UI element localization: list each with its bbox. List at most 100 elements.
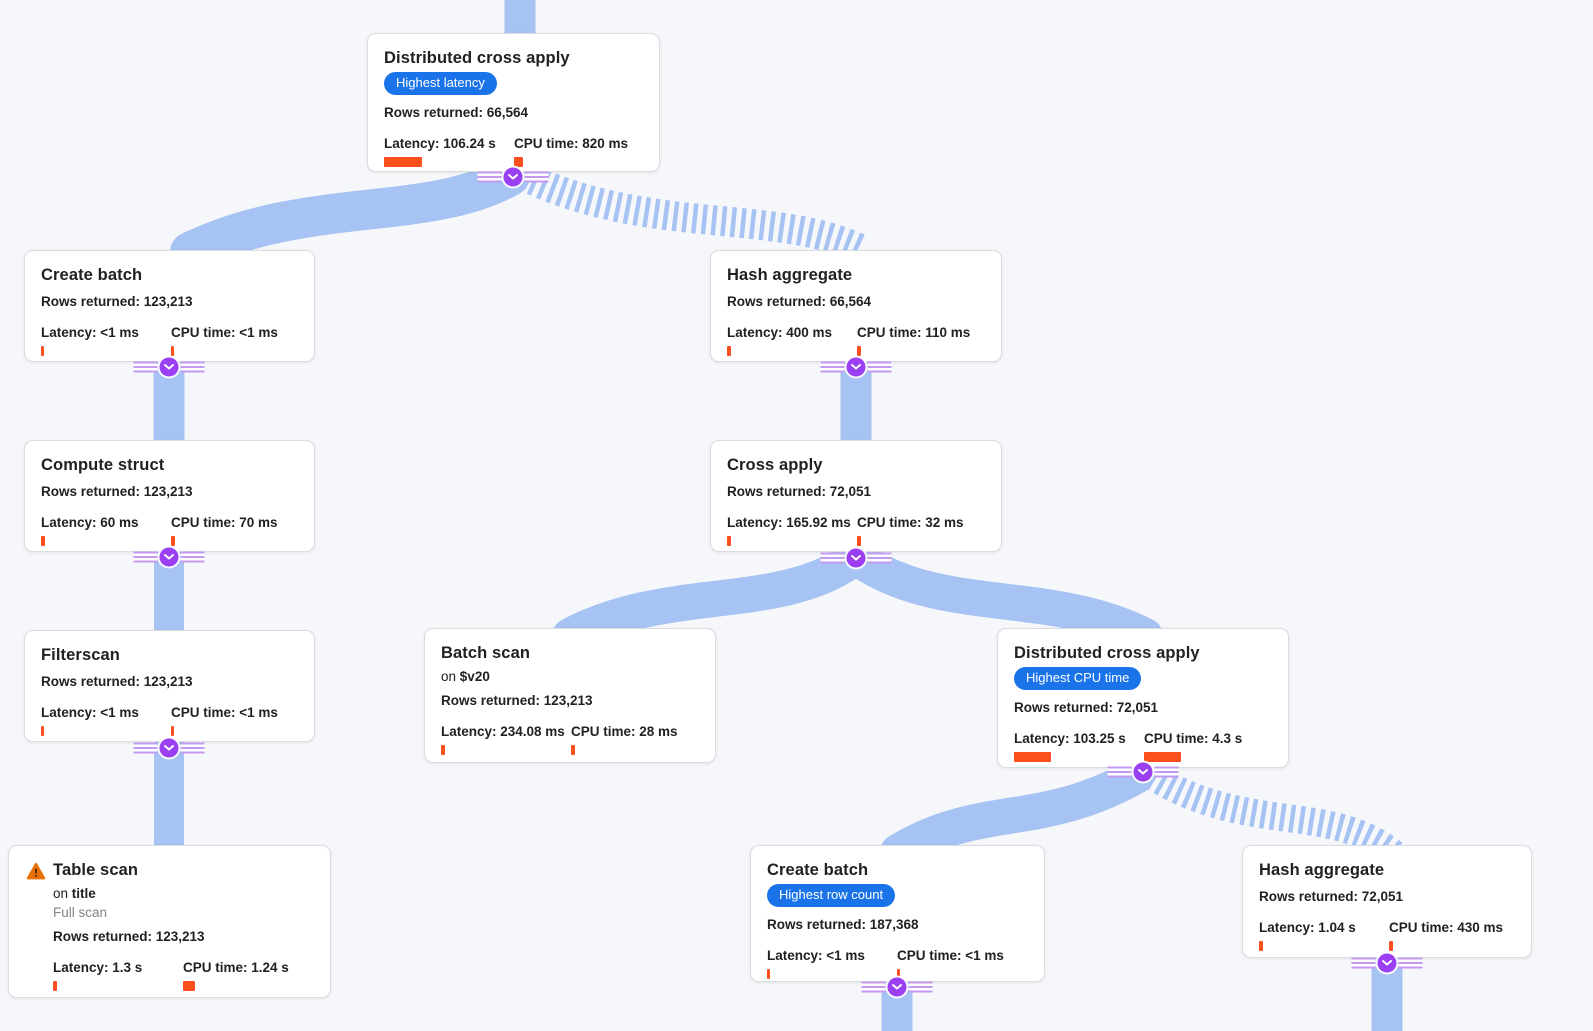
latency-metric: Latency: 234.08 ms: [441, 724, 571, 755]
latency-bar: [41, 536, 45, 546]
latency-metric: Latency: 103.25 s: [1014, 731, 1144, 762]
edge-stub-left: [820, 552, 845, 564]
chevron-down-icon: [159, 357, 179, 377]
edge-stub-right: [867, 552, 892, 564]
edge-stub-right: [867, 361, 892, 373]
plan-node-compute-struct[interactable]: Compute struct Rows returned: 123,213 La…: [24, 440, 315, 552]
plan-node-batch-scan[interactable]: Batch scan on $v20 Rows returned: 123,21…: [424, 628, 716, 763]
cpu-bar: [171, 726, 174, 736]
plan-node-table-scan[interactable]: Table scan on title Full scan Rows retur…: [8, 845, 331, 998]
latency-metric: Latency: 1.3 s: [53, 960, 183, 991]
collapse-node-button[interactable]: [133, 738, 205, 758]
rows-returned: Rows returned: 72,051: [1259, 889, 1404, 904]
cpu-metric: CPU time: 28 ms: [571, 724, 699, 755]
latency-bar: [727, 536, 731, 546]
cpu-metric: CPU time: 430 ms: [1389, 920, 1515, 951]
edge-stub-left: [820, 361, 845, 373]
cpu-metric: CPU time: 70 ms: [171, 515, 298, 546]
rows-returned: Rows returned: 123,213: [41, 674, 193, 689]
rows-returned: Rows returned: 123,213: [41, 484, 193, 499]
rows-returned: Rows returned: 187,368: [767, 917, 919, 932]
plan-node-cross-apply[interactable]: Cross apply Rows returned: 72,051 Latenc…: [710, 440, 1002, 552]
latency-metric: Latency: 400 ms: [727, 325, 857, 356]
cpu-metric: CPU time: 820 ms: [514, 136, 643, 167]
edge-stub-right: [524, 171, 549, 183]
plan-node-create-batch-left[interactable]: Create batch Rows returned: 123,213 Late…: [24, 250, 315, 362]
node-title: Distributed cross apply: [1014, 644, 1200, 662]
latency-bar: [53, 981, 57, 991]
latency-bar: [41, 346, 44, 356]
collapse-node-button[interactable]: [820, 357, 892, 377]
rows-returned: Rows returned: 72,051: [1014, 700, 1159, 715]
plan-node-hash-aggregate-bottom[interactable]: Hash aggregate Rows returned: 72,051 Lat…: [1242, 845, 1532, 958]
node-title: Create batch: [41, 266, 143, 284]
collapse-node-button[interactable]: [477, 167, 549, 187]
scan-target: on title: [53, 886, 96, 901]
plan-node-distributed-cross-apply-2[interactable]: Distributed cross apply Highest CPU time…: [997, 628, 1289, 768]
plan-node-distributed-cross-apply-root[interactable]: Distributed cross apply Highest latency …: [367, 33, 660, 172]
edge-stub-right: [1154, 766, 1179, 778]
cpu-metric: CPU time: <1 ms: [897, 948, 1028, 979]
node-title: Hash aggregate: [1259, 861, 1385, 879]
chevron-down-icon: [159, 547, 179, 567]
latency-metric: Latency: 1.04 s: [1259, 920, 1389, 951]
latency-metric: Latency: <1 ms: [767, 948, 897, 979]
edge-stub-right: [908, 981, 933, 993]
edge-stub-left: [133, 742, 158, 754]
cpu-metric: CPU time: <1 ms: [171, 325, 298, 356]
node-title: Compute struct: [41, 456, 165, 474]
node-title: Batch scan: [441, 644, 531, 662]
plan-node-filterscan[interactable]: Filterscan Rows returned: 123,213 Latenc…: [24, 630, 315, 742]
chevron-down-icon: [887, 977, 907, 997]
edge-stub-right: [1398, 957, 1423, 969]
latency-bar: [1014, 752, 1051, 762]
rows-returned: Rows returned: 72,051: [727, 484, 872, 499]
cpu-bar: [857, 346, 861, 356]
cpu-metric: CPU time: 4.3 s: [1144, 731, 1272, 762]
chevron-down-icon: [1133, 762, 1153, 782]
edge-stub-right: [180, 551, 205, 563]
cpu-bar: [897, 969, 900, 979]
cpu-metric: CPU time: 32 ms: [857, 515, 985, 546]
collapse-node-button[interactable]: [1107, 762, 1179, 782]
node-title: Cross apply: [727, 456, 823, 474]
cpu-bar: [514, 157, 523, 167]
collapse-node-button[interactable]: [133, 547, 205, 567]
edge-stub-left: [1351, 957, 1376, 969]
cpu-bar: [1389, 941, 1393, 951]
chevron-down-icon: [846, 357, 866, 377]
edge-stub-left: [133, 361, 158, 373]
status-badge: Highest latency: [384, 72, 497, 95]
plan-node-hash-aggregate-right[interactable]: Hash aggregate Rows returned: 66,564 Lat…: [710, 250, 1002, 362]
edge-dca2-to-hash-aggregate-striped: [1144, 764, 1403, 866]
scan-type: Full scan: [53, 905, 108, 920]
edge-stub-left: [477, 171, 502, 183]
collapse-node-button[interactable]: [1351, 953, 1423, 973]
cpu-metric: CPU time: 1.24 s: [183, 960, 314, 991]
collapse-node-button[interactable]: [133, 357, 205, 377]
collapse-node-button[interactable]: [861, 977, 933, 997]
cpu-metric: CPU time: <1 ms: [171, 705, 298, 736]
chevron-down-icon: [846, 548, 866, 568]
chevron-down-icon: [1377, 953, 1397, 973]
latency-bar: [441, 745, 445, 755]
collapse-node-button[interactable]: [820, 548, 892, 568]
latency-metric: Latency: 60 ms: [41, 515, 171, 546]
plan-node-create-batch-bottom[interactable]: Create batch Highest row count Rows retu…: [750, 845, 1045, 982]
rows-returned: Rows returned: 123,213: [41, 294, 193, 309]
status-badge: Highest CPU time: [1014, 667, 1142, 690]
cpu-bar: [1144, 752, 1181, 762]
warning-triangle-icon: [26, 862, 46, 880]
edge-stub-right: [180, 742, 205, 754]
latency-metric: Latency: 165.92 ms: [727, 515, 857, 546]
latency-bar: [767, 969, 770, 979]
cpu-bar: [171, 536, 175, 546]
node-title: Hash aggregate: [727, 266, 853, 284]
latency-metric: Latency: <1 ms: [41, 325, 171, 356]
chevron-down-icon: [503, 167, 523, 187]
edge-stub-left: [861, 981, 886, 993]
edge-stub-left: [1107, 766, 1132, 778]
edge-cross-apply-to-distributed-cross-apply: [845, 544, 1163, 654]
rows-returned: Rows returned: 123,213: [53, 929, 205, 944]
